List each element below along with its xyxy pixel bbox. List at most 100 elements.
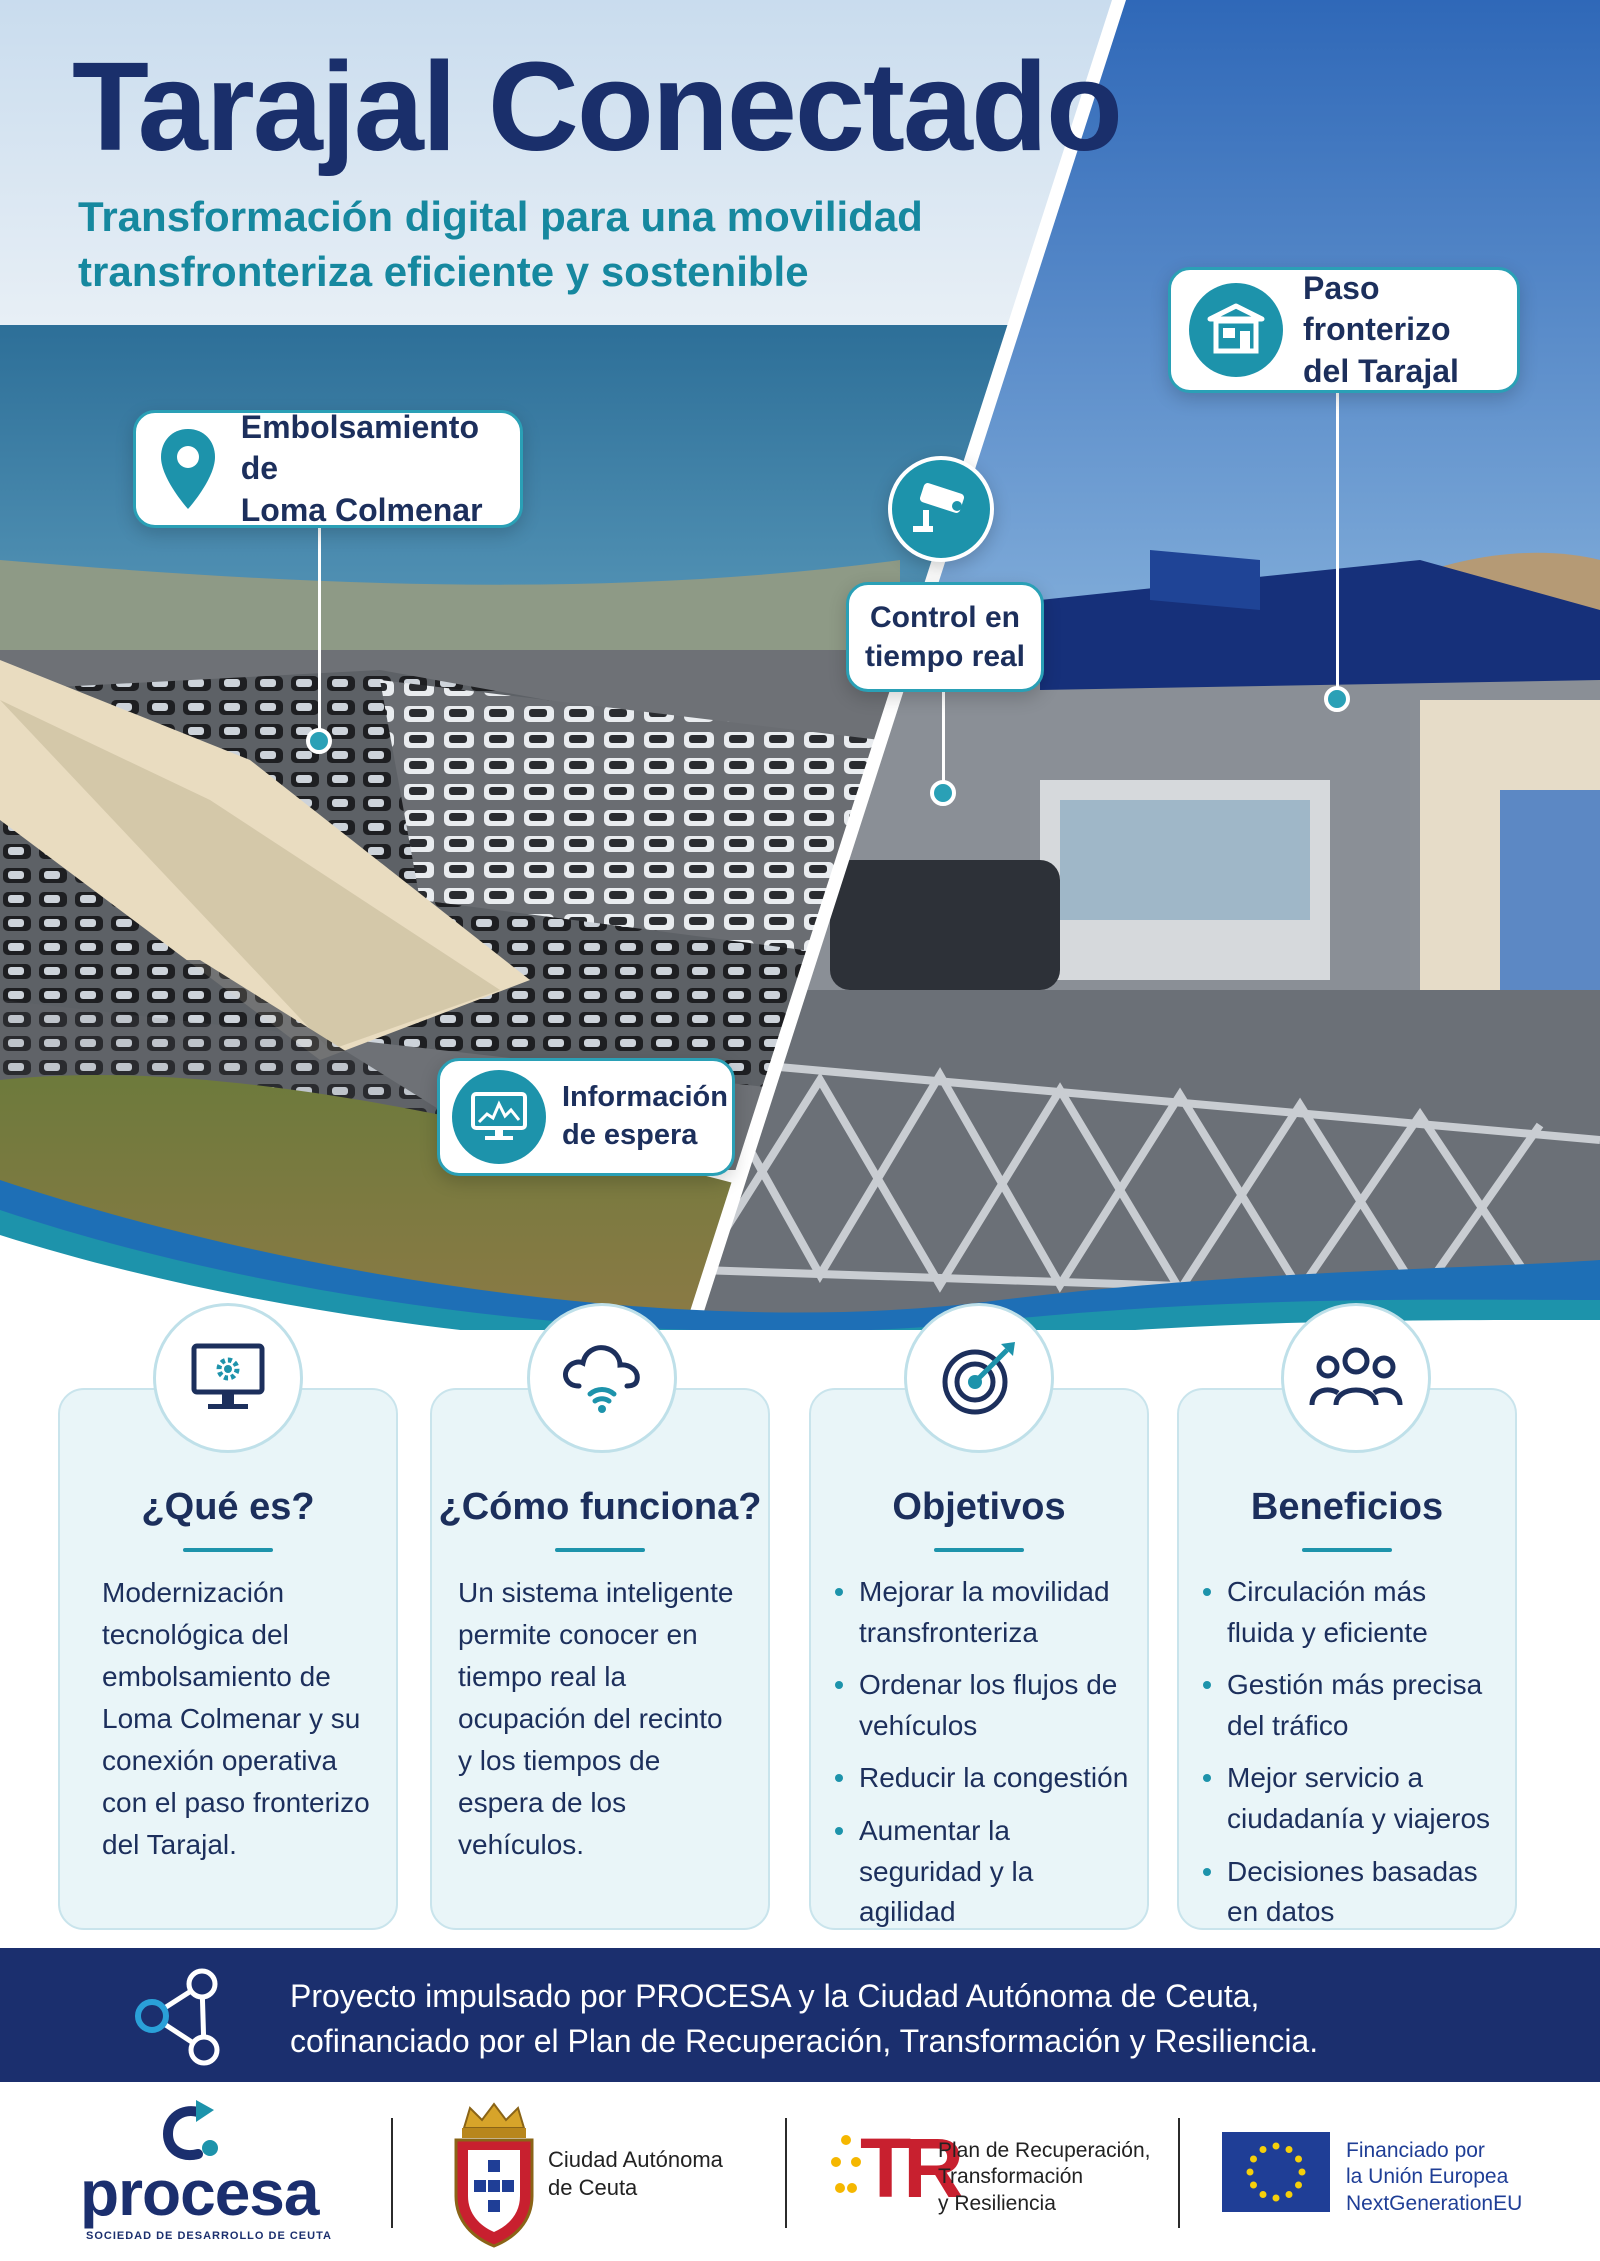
ceuta-line: Ciudad Autónoma xyxy=(548,2147,723,2172)
eu-star xyxy=(1295,2155,1303,2163)
footer-divider xyxy=(391,2118,393,2228)
callout-label: Información de espera xyxy=(562,1079,728,1154)
ceuta-label: Ciudad Autónoma de Ceuta xyxy=(548,2146,723,2201)
eu-line: NextGenerationEU xyxy=(1346,2191,1523,2215)
callout-connector xyxy=(1336,390,1339,690)
eu-star xyxy=(1249,2181,1257,2189)
card-objetivos: Objetivos Mejorar la movilidad transfron… xyxy=(809,1388,1149,1930)
card-divider xyxy=(183,1548,273,1552)
plan-line: Transformación xyxy=(938,2165,1084,2189)
callout-label: Paso fronterizo del Tarajal xyxy=(1303,268,1517,393)
location-pin-icon xyxy=(154,427,223,511)
eu-star xyxy=(1285,2191,1293,2199)
list-item: Ordenar los flujos de vehículos xyxy=(829,1665,1131,1746)
monitor-gear-icon xyxy=(153,1303,303,1453)
target-icon xyxy=(904,1303,1054,1453)
ceuta-line: de Ceuta xyxy=(548,2174,638,2200)
plan-recuperacion-logo: TR xyxy=(830,2126,964,2226)
banner-line: cofinanciado por el Plan de Recuperación… xyxy=(290,2022,1319,2059)
callout-pin xyxy=(930,780,956,806)
banner-line: Proyecto impulsado por PROCESA y la Ciud… xyxy=(290,1978,1260,2014)
eu-label: Financiado por la Unión Europea NextGene… xyxy=(1346,2138,1522,2217)
cloud-wifi-icon xyxy=(527,1303,677,1453)
eu-star xyxy=(1246,2168,1254,2176)
callout-line: Loma Colmenar xyxy=(240,491,483,528)
card-como-funciona: ¿Cómo funciona? Un sistema inteligente p… xyxy=(430,1388,770,1930)
callout-pin xyxy=(306,728,332,754)
card-title: ¿Qué es? xyxy=(141,1486,315,1528)
card-divider xyxy=(555,1548,645,1552)
beneficios-list: Circulación más fluida y eficiente Gesti… xyxy=(1197,1572,1499,1945)
callout-line: Información xyxy=(562,1081,728,1114)
page-title: Tarajal Conectado xyxy=(72,36,1123,177)
subtitle-line: Transformación digital para una movilida… xyxy=(78,193,923,240)
eu-star xyxy=(1272,2194,1280,2202)
project-banner: Proyecto impulsado por PROCESA y la Ciud… xyxy=(0,1948,1600,2082)
objetivos-list: Mejorar la movilidad transfronteriza Ord… xyxy=(829,1572,1131,1945)
hero-photo-area: Tarajal Conectado Transformación digital… xyxy=(0,0,1600,1330)
callout-line: de espera xyxy=(562,1119,698,1151)
callout-line: del Tarajal xyxy=(1303,352,1459,389)
eu-star xyxy=(1259,2191,1267,2199)
callout-embolsamiento: Embolsamiento de Loma Colmenar xyxy=(133,409,523,528)
list-item: Decisiones basadas en datos xyxy=(1197,1852,1499,1933)
plan-label: Plan de Recuperación, Transformación y R… xyxy=(938,2138,1150,2217)
callout-paso-fronterizo: Paso fronterizo del Tarajal xyxy=(1168,267,1520,393)
eu-line: la Unión Europea xyxy=(1346,2165,1509,2189)
list-item: Aumentar la seguridad y la agilidad xyxy=(829,1811,1131,1933)
procesa-tagline: SOCIEDAD DE DESARROLLO DE CEUTA xyxy=(86,2230,332,2242)
list-item: Gestión más precisa del tráfico xyxy=(1197,1665,1499,1746)
list-item: Circulación más fluida y eficiente xyxy=(1197,1572,1499,1653)
eu-line: Financiado por xyxy=(1346,2139,1485,2162)
card-title: Objetivos xyxy=(892,1486,1066,1528)
subtitle-line: transfronteriza eficiente y sostenible xyxy=(78,247,809,295)
card-text: Modernización tecnológica del embolsamie… xyxy=(102,1577,370,1860)
footer-logos: procesa SOCIEDAD DE DESARROLLO DE CEUTA … xyxy=(0,2082,1600,2261)
card-title: ¿Cómo funciona? xyxy=(438,1486,762,1528)
callout-line: Control en xyxy=(870,601,1020,634)
security-camera-icon xyxy=(888,456,994,562)
callout-line: Embolsamiento de xyxy=(240,408,479,487)
procesa-mark-icon xyxy=(162,2100,218,2160)
card-title: Beneficios xyxy=(1250,1486,1444,1528)
eu-star xyxy=(1285,2145,1293,2153)
star-dots-icon xyxy=(831,2135,861,2193)
card-text: Un sistema inteligente permite conocer e… xyxy=(458,1577,734,1860)
parking-photo xyxy=(0,0,1118,1330)
eu-flag-icon xyxy=(1222,2132,1330,2212)
eu-star xyxy=(1259,2145,1267,2153)
eu-star xyxy=(1272,2142,1280,2150)
callout-line: tiempo real xyxy=(864,640,1026,673)
eu-star xyxy=(1249,2155,1257,2163)
card-que-es: ¿Qué es? Modernización tecnológica del e… xyxy=(58,1388,398,1930)
eu-star xyxy=(1295,2181,1303,2189)
banner-text: Proyecto impulsado por PROCESA y la Ciud… xyxy=(290,1974,1318,2064)
callout-connector xyxy=(942,680,945,792)
callout-pin xyxy=(1324,686,1350,712)
callout-control: Control en tiempo real xyxy=(846,582,1044,692)
eu-star xyxy=(1298,2168,1306,2176)
callout-connector xyxy=(318,520,321,735)
border-booth-icon xyxy=(1189,283,1283,377)
list-item: Mejorar la movilidad transfronteriza xyxy=(829,1572,1131,1653)
footer-divider xyxy=(1178,2118,1180,2228)
plan-line: y Resiliencia xyxy=(938,2191,1056,2215)
network-icon xyxy=(135,1968,220,2066)
list-item: Reducir la congestión xyxy=(829,1758,1131,1799)
callout-label: Embolsamiento de Loma Colmenar xyxy=(241,407,520,532)
callout-label: Control en tiempo real xyxy=(865,598,1025,676)
hero-scene xyxy=(0,0,1600,1330)
monitor-chart-icon xyxy=(452,1070,546,1164)
card-divider xyxy=(934,1548,1024,1552)
procesa-logo: procesa SOCIEDAD DE DESARROLLO DE CEUTA xyxy=(78,2100,331,2250)
procesa-name: procesa xyxy=(80,2157,319,2229)
ceuta-coat-of-arms xyxy=(454,2102,534,2248)
plan-line: Plan de Recuperación, xyxy=(938,2139,1151,2162)
footer-divider xyxy=(785,2118,787,2228)
list-item: Mejor servicio a ciudadanía y viajeros xyxy=(1197,1758,1499,1839)
callout-informacion: Información de espera xyxy=(437,1058,735,1176)
page-subtitle: Transformación digital para una movilida… xyxy=(78,190,978,299)
card-divider xyxy=(1302,1548,1392,1552)
plan-logo-letters: TR xyxy=(860,2121,964,2215)
people-icon xyxy=(1281,1303,1431,1453)
